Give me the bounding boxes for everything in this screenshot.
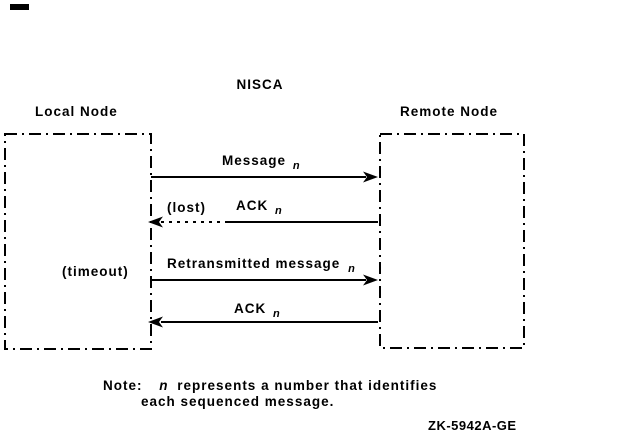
- figure-id: ZK-5942A-GE: [428, 418, 517, 433]
- remote-node-box: [379, 133, 525, 349]
- ack1-subscript: n: [275, 205, 283, 217]
- retransmitted-label: Retransmitted message n: [167, 256, 356, 275]
- retransmitted-subscript: n: [348, 263, 356, 275]
- retransmitted-arrowhead-right: [363, 274, 378, 286]
- message-arrowhead-right: [363, 171, 378, 183]
- ack2-arrowhead-left: [148, 316, 163, 328]
- note-line1-text: represents a number that identifies: [177, 378, 437, 393]
- ack1-arrowhead-left: [148, 216, 163, 228]
- message-label: Message n: [222, 153, 301, 172]
- diagram-title: NISCA: [236, 77, 283, 92]
- scan-artifact-mark: [10, 4, 29, 10]
- message-subscript: n: [293, 160, 301, 172]
- note-variable: n: [159, 378, 168, 393]
- ack2-label: ACK n: [234, 301, 281, 320]
- note-line2: each sequenced message.: [141, 394, 334, 409]
- ack2-subscript: n: [273, 308, 281, 320]
- lost-label: (lost): [167, 200, 206, 215]
- ack1-label: ACK n: [236, 198, 283, 217]
- local-node-box: [4, 133, 152, 350]
- timeout-label: (timeout): [62, 264, 129, 279]
- local-node-label: Local Node: [35, 104, 118, 119]
- remote-node-label: Remote Node: [400, 104, 498, 119]
- note-line1: Note: n represents a number that identif…: [103, 378, 437, 393]
- note-label: Note:: [103, 378, 143, 393]
